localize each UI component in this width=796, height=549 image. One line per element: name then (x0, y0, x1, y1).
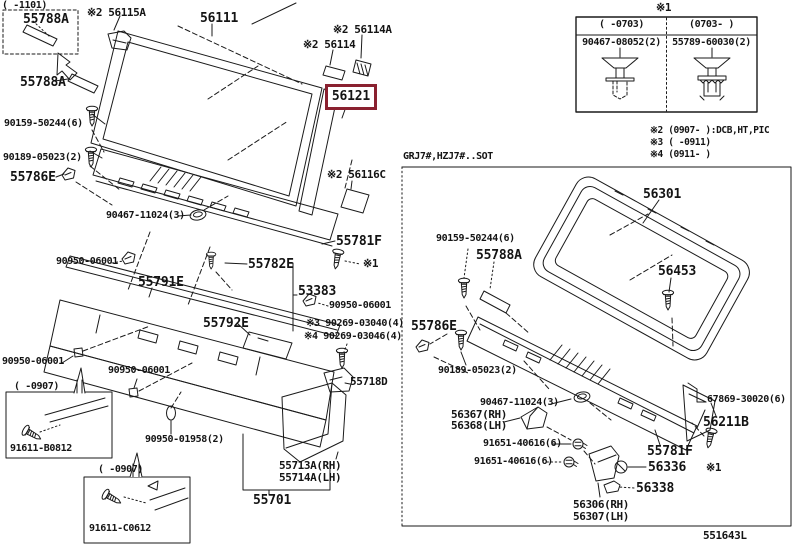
part-label-90950-06001[interactable]: 90950-06001 (108, 365, 170, 376)
part-label-90950-01958[interactable]: 90950-01958(2) (145, 434, 224, 445)
grommet-icon (166, 405, 176, 421)
screw-icon (335, 347, 349, 369)
part-label-90950-06001[interactable]: 90950-06001 (329, 300, 391, 311)
part-label-56336[interactable]: 56336 (648, 460, 687, 475)
part-label-55701[interactable]: 55701 (253, 493, 292, 508)
table-col-header: (0703- ) (689, 19, 734, 30)
part-label-55788A[interactable]: 55788A (476, 248, 522, 263)
screw-icon (205, 251, 217, 270)
part-label-56111[interactable]: 56111 (200, 11, 239, 26)
part-label-53383[interactable]: 53383 (298, 284, 337, 299)
part-label-90467-11024[interactable]: 90467-11024(3) (106, 210, 185, 221)
part-label-91611-B0812[interactable]: 91611-B0812 (10, 443, 72, 454)
bolt-icon (563, 456, 579, 468)
part-label-55781F[interactable]: 55781F (336, 234, 382, 249)
screw-icon (20, 423, 44, 445)
screw-icon (84, 146, 98, 168)
part-label-56121: 56121 (331, 89, 371, 105)
part-label-91651-40616[interactable]: 91651-40616(6) (483, 438, 562, 449)
part-label-91611-C0612[interactable]: 91611-C0612 (89, 523, 151, 534)
footnote-2: ※2 (0907- ):DCB,HT,PIC (650, 125, 770, 136)
ref-mark-1: ※1 (363, 257, 379, 270)
part-label-55781F[interactable]: 55781F (647, 444, 693, 459)
part-label-55792E[interactable]: 55792E (203, 316, 249, 331)
inset-header: ( -1101) (2, 0, 47, 11)
screw-icon (457, 277, 471, 299)
part-label-55788A[interactable]: 55788A (20, 75, 66, 90)
inset-header: ( -0907) (98, 464, 143, 475)
part-label-56338[interactable]: 56338 (636, 481, 675, 496)
part-label-90269-03040[interactable]: ※3 90269-03040(4) (306, 318, 404, 329)
part-label-55791E[interactable]: 55791E (138, 275, 184, 290)
part-label-56367[interactable]: 56367(RH) (451, 408, 508, 421)
screw-icon (661, 289, 675, 311)
part-label-90159-50244[interactable]: 90159-50244(6) (436, 233, 515, 244)
screw-icon (329, 247, 345, 271)
highlighted-part-56121[interactable]: 56121 (325, 84, 377, 110)
part-label-91651-40616[interactable]: 91651-40616(6) (474, 456, 553, 467)
clip-icon (415, 339, 430, 353)
part-label-56306[interactable]: 56306(RH) (573, 498, 630, 511)
part-label-55714A[interactable]: 55714A(LH) (279, 471, 342, 484)
part-label-90189-05023[interactable]: 90189-05023(2) (3, 152, 82, 163)
part-label-56301[interactable]: 56301 (643, 187, 682, 202)
table-title: ※1 (656, 1, 672, 14)
part-label-55788A-inset[interactable]: 55788A (23, 12, 69, 27)
clip-icon (121, 251, 136, 265)
drawing-number: 551643L (703, 529, 747, 542)
part-label-56211B[interactable]: 56211B (703, 415, 749, 430)
part-label-90269-03046[interactable]: ※4 90269-03046(4) (304, 331, 402, 342)
part-label-56116C[interactable]: ※2 56116C (327, 168, 386, 181)
part-label-90467-08052[interactable]: 90467-08052(2) (582, 37, 661, 48)
footnote-3: ※3 ( -0911) (650, 137, 711, 148)
part-label-56114[interactable]: ※2 56114 (303, 38, 356, 51)
part-label-67869-30020[interactable]: 67869-30020(6) (707, 394, 786, 405)
part-label-90467-11024[interactable]: 90467-11024(3) (480, 397, 559, 408)
part-label-55713A[interactable]: 55713A(RH) (279, 459, 342, 472)
part-label-90950-06001[interactable]: 90950-06001 (56, 256, 118, 267)
part-label-90950-06001[interactable]: 90950-06001 (2, 356, 64, 367)
part-label-56115A[interactable]: ※2 56115A (87, 6, 146, 19)
screw-icon (454, 329, 468, 351)
part-label-55786E[interactable]: 55786E (10, 170, 56, 185)
part-label-90159-50244[interactable]: 90159-50244(6) (4, 118, 83, 129)
inset-header: ( -0907) (14, 381, 59, 392)
part-label-90189-05023[interactable]: 90189-05023(2) (438, 365, 517, 376)
screw-icon (100, 487, 124, 509)
variant-header: GRJ7#,HZJ7#..SOT (403, 151, 493, 162)
footnote-4: ※4 (0911- ) (650, 149, 711, 160)
part-label-56368[interactable]: 56368(LH) (451, 419, 508, 432)
part-label-56453[interactable]: 56453 (658, 264, 697, 279)
part-label-55718D[interactable]: 55718D (350, 375, 388, 388)
part-label-55786E[interactable]: 55786E (411, 319, 457, 334)
table-col-header: ( -0703) (599, 19, 644, 30)
bolt-icon (572, 438, 588, 450)
part-label-55782E[interactable]: 55782E (248, 257, 294, 272)
part-label-56114A[interactable]: ※2 56114A (333, 23, 392, 36)
part-label-56307[interactable]: 56307(LH) (573, 510, 630, 523)
part-label-55789-60030[interactable]: 55789-60030(2) (672, 37, 751, 48)
ref-mark-1: ※1 (706, 461, 722, 474)
